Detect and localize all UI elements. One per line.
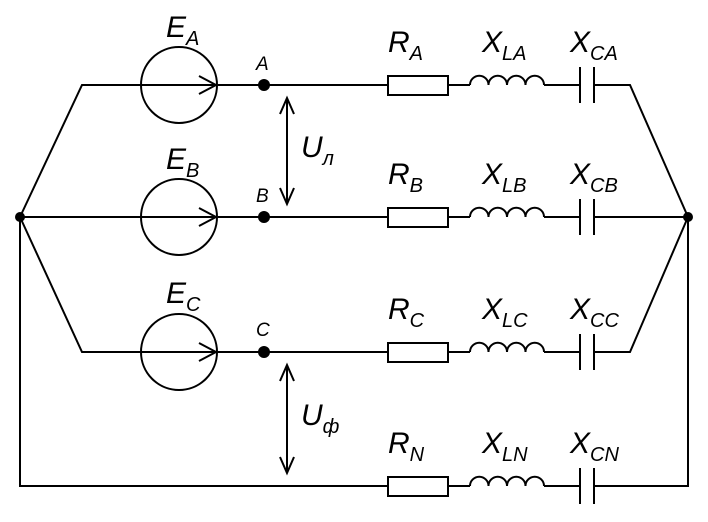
source-phase-b: [140, 178, 219, 256]
resistor-label-a: RA: [388, 26, 423, 65]
capacitor-a: [579, 67, 595, 103]
phase-voltage-label: Uф: [301, 399, 340, 438]
node-label-b: B: [256, 186, 269, 207]
resistor-label-b: RB: [388, 158, 423, 197]
node-c-dot: [258, 346, 270, 358]
line-voltage-label: Uл: [301, 131, 334, 170]
source-label-b: EB: [166, 143, 199, 182]
source-label-c: EC: [166, 277, 201, 316]
line-voltage-arrow: [279, 95, 295, 207]
resistor-label-n: RN: [388, 427, 425, 466]
phase-voltage-arrow: [279, 362, 295, 476]
wire-phase-a-left: [19, 84, 141, 218]
wire-neutral-right: [594, 217, 689, 487]
resistor-n: [387, 476, 449, 497]
inductor-label-n: XLN: [481, 427, 528, 466]
capacitor-label-n: XCN: [569, 427, 619, 466]
inductor-label-a: XLA: [481, 26, 526, 65]
capacitor-label-a: XCA: [569, 26, 618, 65]
inductors: [469, 74, 545, 487]
node-label-c: C: [256, 320, 270, 341]
capacitor-c: [579, 334, 595, 370]
capacitor-n: [579, 468, 595, 504]
resistors: [387, 75, 449, 497]
inductor-label-b: XLB: [481, 158, 526, 197]
wire-phase-c-left: [19, 216, 141, 353]
inductor-n: [469, 475, 545, 487]
capacitor-b: [579, 199, 595, 235]
resistor-b: [387, 207, 449, 228]
junction-left: [15, 212, 25, 222]
junction-right: [683, 212, 693, 222]
source-label-a: EA: [166, 11, 199, 50]
node-b-dot: [258, 211, 270, 223]
junctions: [15, 79, 693, 358]
source-phase-c: [140, 313, 219, 391]
inductor-c: [469, 341, 545, 353]
wire-neutral-left: [19, 217, 388, 487]
source-phase-a: [140, 46, 219, 124]
node-label-a: A: [255, 54, 269, 75]
inductor-label-c: XLC: [481, 293, 528, 332]
voltage-sources: [140, 46, 219, 391]
capacitor-label-c: XCC: [569, 293, 619, 332]
resistor-c: [387, 342, 449, 363]
node-a-dot: [258, 79, 270, 91]
resistor-label-c: RC: [388, 293, 425, 332]
wire-phase-a-right: [594, 84, 689, 218]
inductor-a: [469, 74, 545, 86]
capacitors: [579, 67, 595, 504]
resistor-a: [387, 75, 449, 96]
wire-phase-c-right: [594, 216, 689, 353]
inductor-b: [469, 206, 545, 218]
wires: [19, 84, 689, 487]
capacitor-label-b: XCB: [569, 158, 618, 197]
